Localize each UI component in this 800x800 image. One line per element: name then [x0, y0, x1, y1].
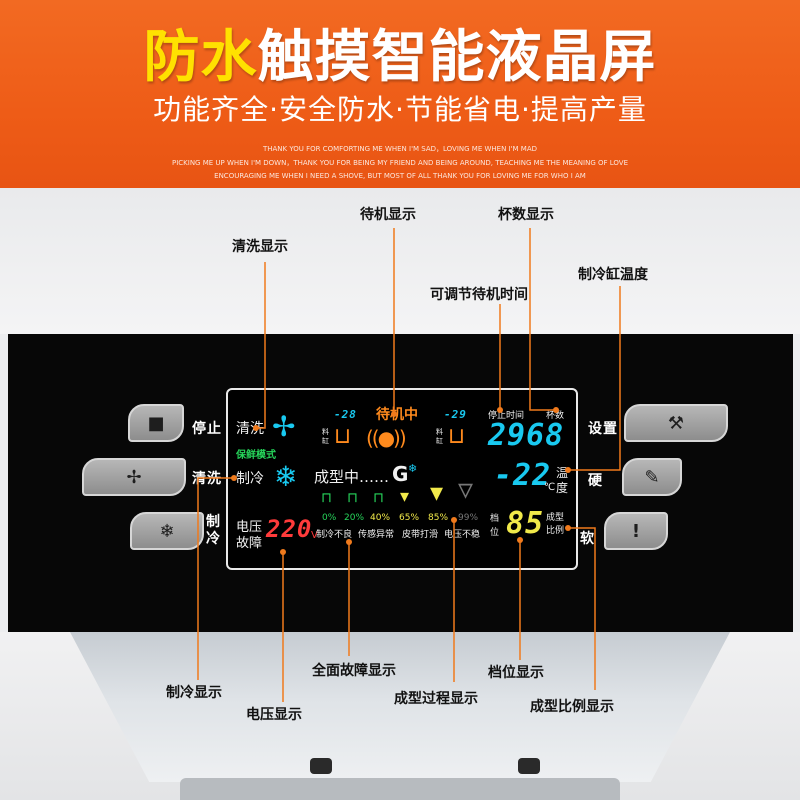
cool-button[interactable]: ❄ — [130, 512, 204, 550]
fault-belt: 皮带打滑 — [402, 530, 439, 540]
pct-0: 0% — [322, 513, 337, 523]
banner-headline: 防水触摸智能液晶屏 — [0, 12, 800, 93]
machine-base — [180, 778, 620, 800]
cone-icon: ✎ — [644, 466, 660, 488]
machine-foot — [310, 758, 332, 774]
callout-cylinder-temp: 制冷缸温度 — [578, 267, 648, 283]
callout-standby-time: 可调节待机时间 — [430, 287, 528, 303]
callout-cooling: 制冷显示 — [166, 685, 222, 701]
temp-label: 温度 — [556, 466, 569, 495]
fault-voltage: 电压不稳 — [444, 530, 481, 540]
fine-print-line: ENCOURAGING ME WHEN I NEED A SHOVE, BUT … — [214, 172, 586, 180]
tools-icon: ⚒ — [667, 412, 685, 434]
callout-ratio: 成型比例显示 — [530, 699, 614, 715]
voltage-label: 电压 — [236, 520, 263, 535]
settings-button[interactable]: ⚒ — [624, 404, 728, 442]
callout-voltage: 电压显示 — [246, 707, 302, 723]
cylinder-temp-readout: -22 — [494, 458, 552, 493]
cup-85-icon: ▾ — [430, 478, 444, 508]
machine-body-top — [0, 188, 800, 334]
machine-skirt — [70, 632, 730, 782]
gear-label: 档位 — [490, 514, 500, 538]
soft-button[interactable]: ! — [604, 512, 668, 550]
left-cylinder-temp: -28 — [334, 408, 357, 421]
cups-readout: 2968 — [488, 418, 565, 453]
stop-square-icon: ■ — [147, 412, 165, 434]
fault-label: 故障 — [236, 536, 263, 551]
callout-cups: 杯数显示 — [498, 207, 554, 223]
cup-65-icon: ▾ — [400, 486, 410, 507]
fine-print-line: PICKING ME UP WHEN I'M DOWN，THANK YOU FO… — [171, 159, 629, 167]
cup-20-icon: ⊓ — [347, 490, 358, 506]
fresh-mode-indicator: 保鲜模式 — [236, 450, 276, 461]
ratio-label: 成型比例 — [546, 513, 565, 536]
fan-icon: ✢ — [126, 466, 142, 488]
exclamation-icon: ! — [631, 520, 641, 542]
signal-waves-icon: ((●)) — [366, 426, 407, 450]
left-cylinder-icon: ⊔ — [334, 424, 352, 449]
cool-side-label: 制冷 — [206, 514, 221, 547]
gear-readout: 85 — [506, 506, 545, 541]
cup-99-icon: ▿ — [458, 472, 474, 507]
callout-fault: 全面故障显示 — [312, 663, 396, 679]
g-mark: G — [392, 462, 409, 486]
voltage-readout: 220 — [266, 515, 313, 543]
hard-button[interactable]: ✎ — [622, 458, 682, 496]
voltage-unit: V — [311, 530, 318, 541]
snowflake-icon: ❄ — [159, 520, 175, 542]
cup-0-icon: ⊓ — [321, 490, 332, 506]
temp-unit: ℃ — [544, 482, 556, 493]
machine-foot — [518, 758, 540, 774]
right-cylinder-icon: ⊔ — [448, 424, 466, 449]
fault-cooling: 制冷不良 — [316, 530, 353, 540]
right-cylinder-temp: -29 — [444, 408, 467, 421]
callout-gear: 档位显示 — [488, 665, 544, 681]
wash-side-label: 清洗 — [192, 471, 222, 487]
right-cylinder-label: 料缸 — [436, 428, 443, 445]
stop-button[interactable]: ■ — [128, 404, 184, 442]
banner-subline: 功能齐全·安全防水·节能省电·提高产量 — [153, 93, 647, 126]
snowflake-indicator-icon: ❄ — [274, 460, 298, 493]
wash-indicator: 清洗 — [236, 421, 264, 437]
cup-40-icon: ⊓ — [373, 490, 384, 506]
left-cylinder-label: 料缸 — [322, 428, 329, 445]
callout-standby: 待机显示 — [360, 207, 416, 223]
settings-label: 设置 — [588, 421, 618, 437]
small-snowflake-icon: ❄ — [408, 462, 418, 475]
headline-highlight: 防水 — [143, 25, 258, 90]
pct-40: 40% — [370, 513, 391, 523]
promo-banner: 防水触摸智能液晶屏 功能齐全·安全防水·节能省电·提高产量 THANK YOU … — [0, 0, 800, 188]
fan-indicator-icon: ✢ — [272, 410, 296, 443]
pct-20: 20% — [344, 513, 365, 523]
callout-forming: 成型过程显示 — [394, 691, 478, 707]
headline-rest: 触摸智能液晶屏 — [257, 25, 657, 90]
pct-65: 65% — [399, 513, 420, 523]
standby-time-label: 停止时间 — [488, 411, 525, 421]
fault-sensor: 传感异常 — [358, 530, 395, 540]
wash-button[interactable]: ✢ — [82, 458, 186, 496]
pct-85: 85% — [428, 513, 449, 523]
pct-99: 99% — [458, 513, 479, 523]
standby-indicator: 待机中 — [376, 407, 418, 423]
hard-label: 硬 — [588, 473, 603, 489]
fine-print-line: THANK YOU FOR COMFORTING ME WHEN I'M SAD… — [262, 145, 538, 153]
soft-label: 软 — [580, 531, 595, 547]
forming-status: 成型中…… — [314, 468, 390, 486]
cups-label: 杯数 — [546, 411, 565, 421]
stop-label: 停止 — [192, 421, 222, 437]
callout-wash: 清洗显示 — [232, 239, 288, 255]
cool-indicator: 制冷 — [236, 471, 264, 487]
